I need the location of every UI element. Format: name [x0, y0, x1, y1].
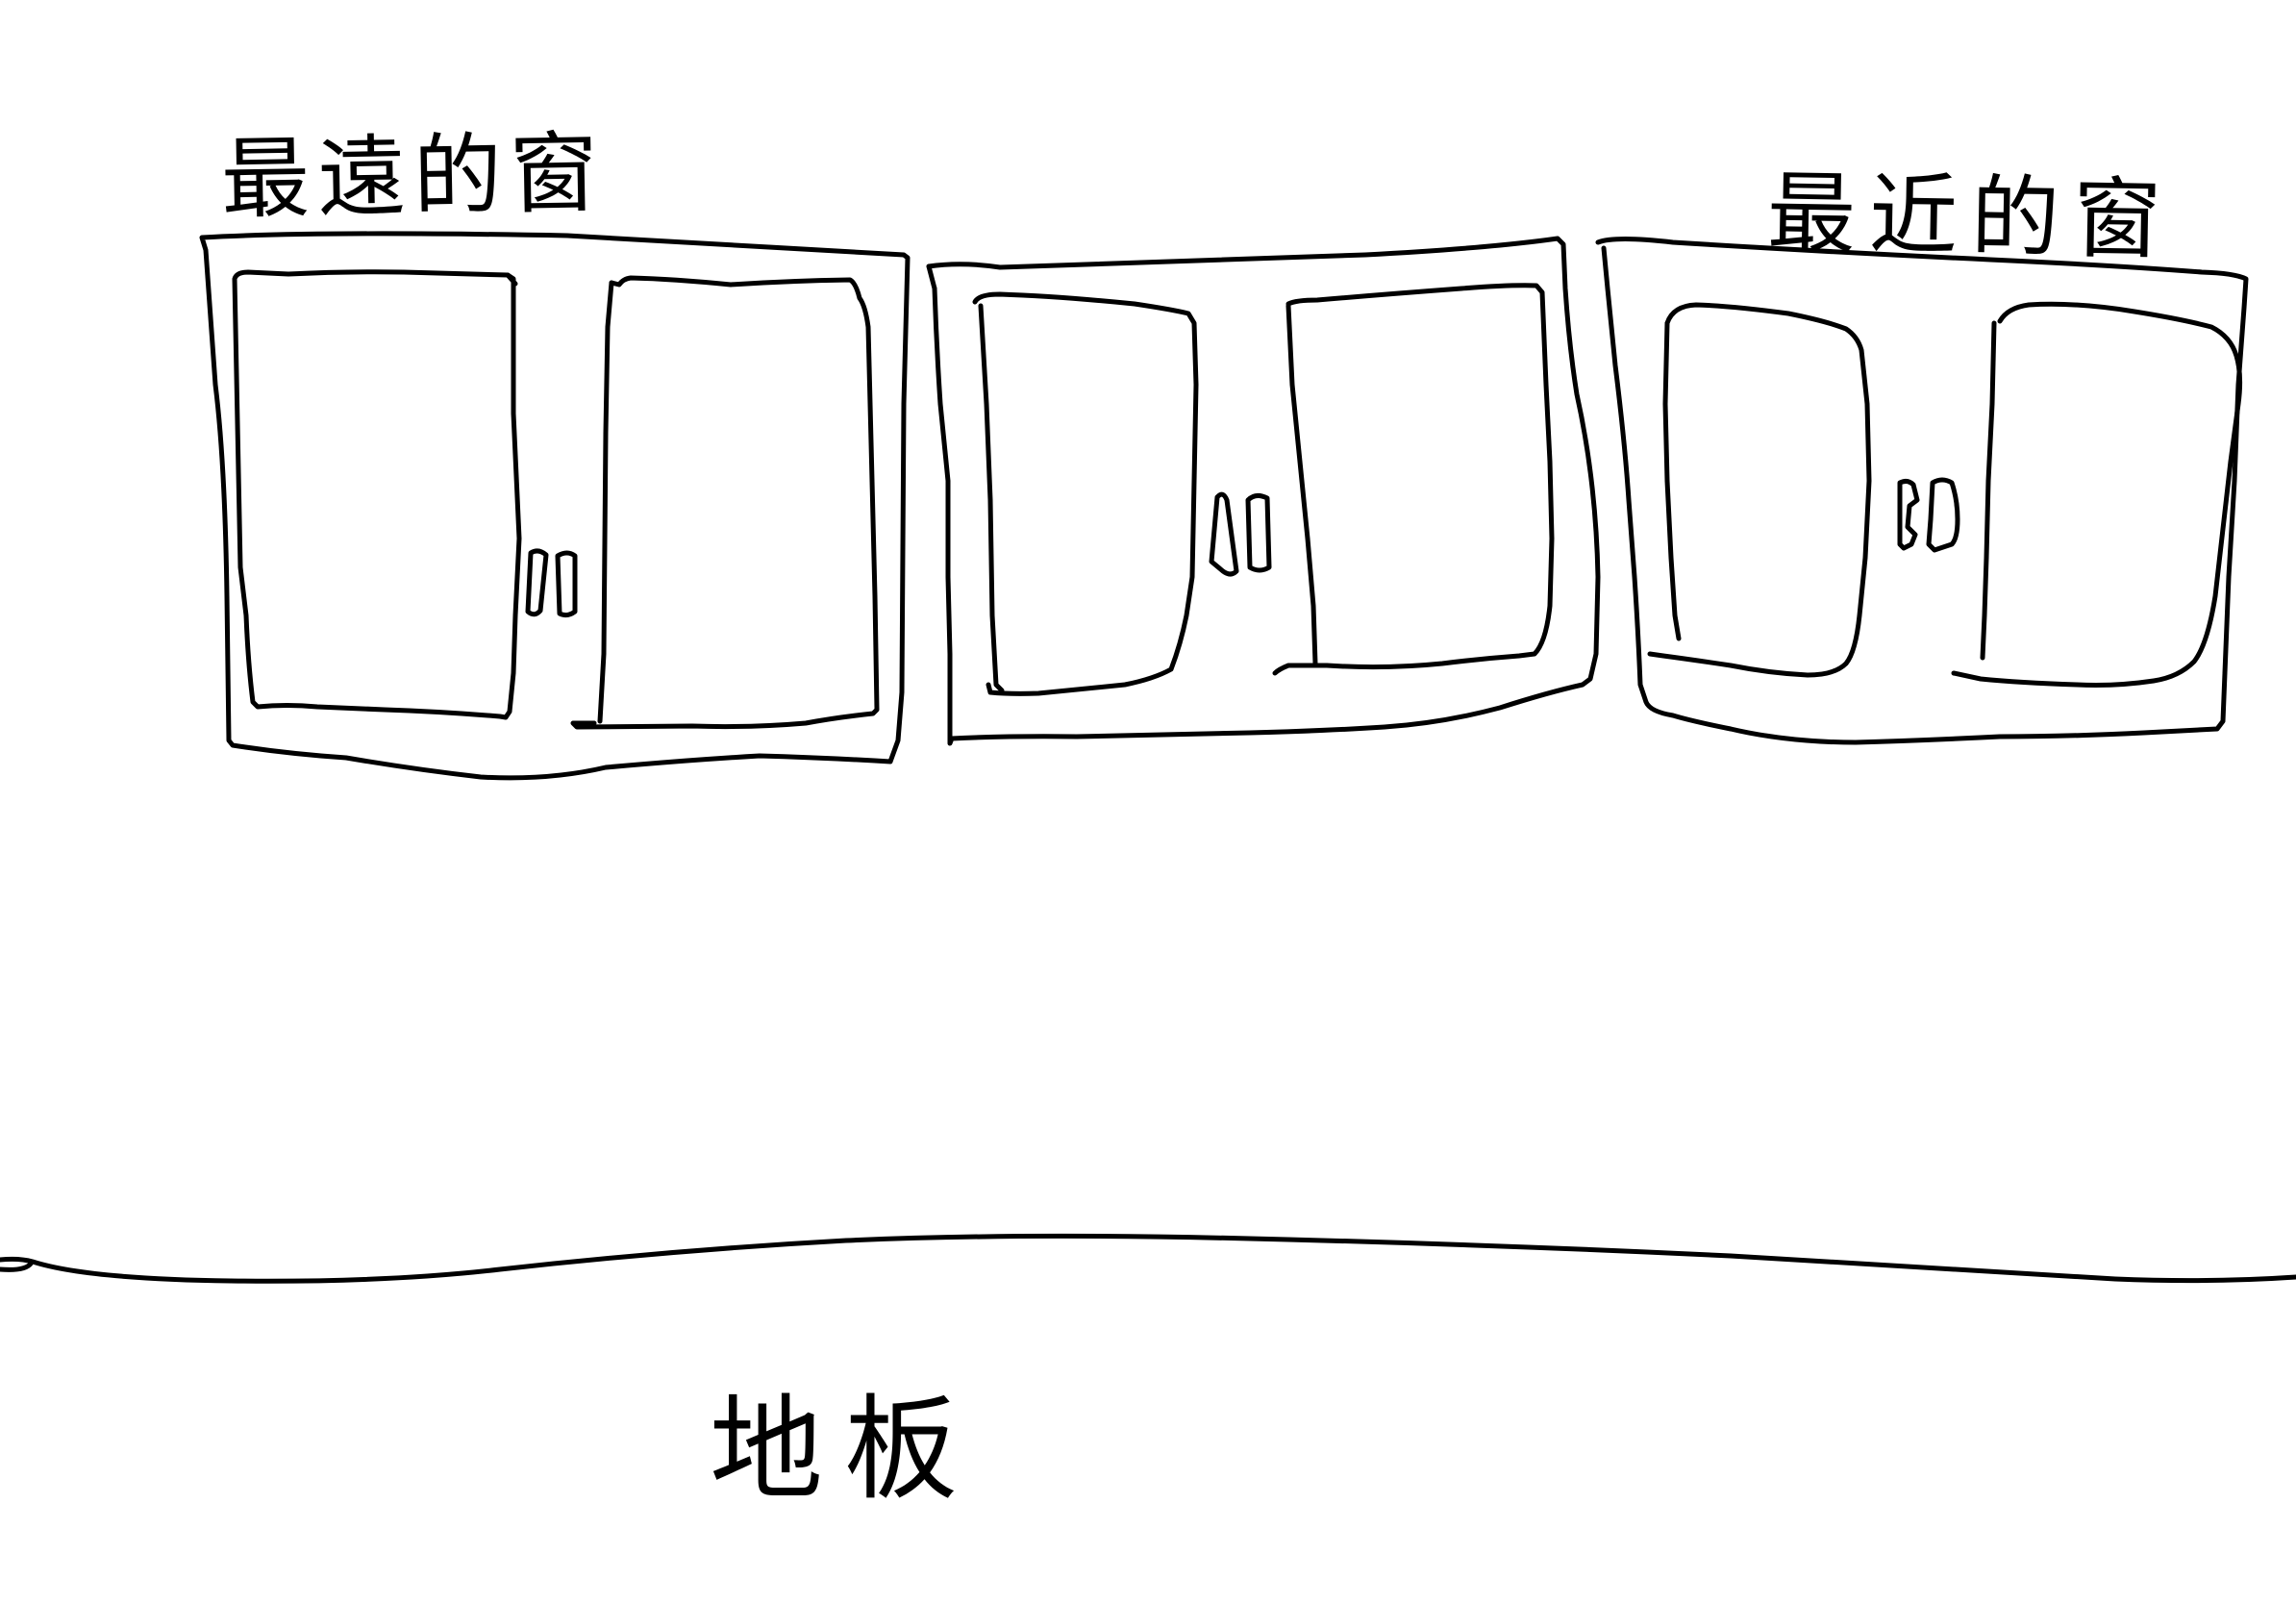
cabinet-middle-handle-left: [1209, 491, 1239, 577]
label-nearest-window: 最近的窗: [1766, 162, 2176, 272]
cabinet-farthest: [199, 231, 911, 781]
cabinet-middle: [926, 236, 1601, 746]
label-farthest-window: 最遠的窗: [220, 121, 607, 232]
cabinet-nearest-frame: [1595, 237, 2249, 745]
cabinet-nearest-left-door: [1647, 302, 1872, 678]
cabinet-nearest: [1595, 237, 2249, 745]
cabinet-farthest-handle-left: [525, 548, 549, 617]
cabinet-farthest-right-door: [570, 275, 880, 730]
cabinet-farthest-handle-right: [555, 550, 578, 618]
cabinet-middle-left-door: [972, 291, 1199, 696]
cabinet-nearest-right-door: [1951, 301, 2243, 688]
cabinet-nearest-handle-left: [1897, 478, 1920, 551]
label-floor: 地板: [710, 1383, 980, 1516]
cabinet-middle-frame: [926, 236, 1601, 746]
cabinet-middle-handle-right: [1245, 492, 1272, 573]
cabinet-farthest-left-door: [232, 269, 522, 720]
floor-line: [0, 1233, 2296, 1284]
cabinet-middle-right-door: [1272, 283, 1555, 676]
cabinet-nearest-handle-right: [1926, 477, 1960, 553]
cabinet-farthest-frame: [199, 231, 911, 781]
